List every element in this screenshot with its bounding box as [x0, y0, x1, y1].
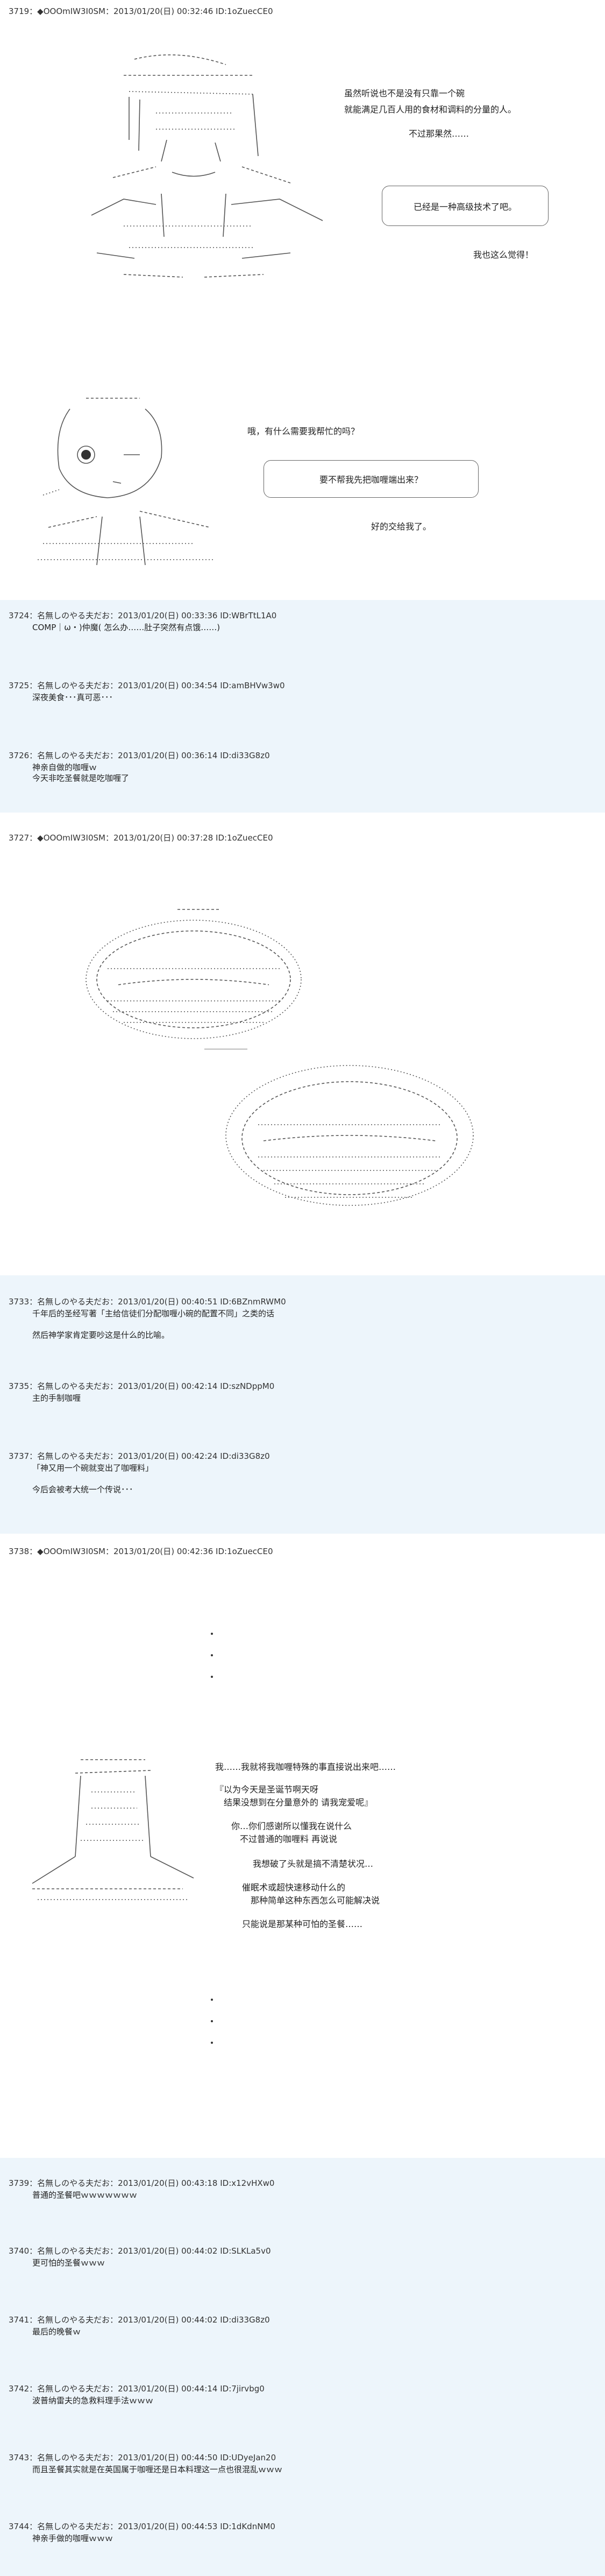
dialogue-line: 你…你们感谢所以懂我在说什么 — [231, 1821, 352, 1831]
post-header: 3719：◆OOOmIW3I0SM：2013/01/20(日) 00:32:46… — [9, 6, 273, 16]
reply-text: 今后会被考大统一个传说･･･ — [32, 1485, 133, 1494]
post-3719: 3719：◆OOOmIW3I0SM：2013/01/20(日) 00:32:46… — [0, 0, 605, 600]
speech-bubble: 已经是一种高级技术了吧。 — [382, 186, 549, 226]
reply-text: 波普纳雷夫的急救料理手法ｗｗｗ — [32, 2396, 154, 2405]
dialogue-line: 『以为今天是圣诞节啊天呀 — [215, 1784, 319, 1795]
post-header: 3726：名無しのやる夫だお：2013/01/20(日) 00:36:14 ID… — [9, 751, 270, 760]
ellipsis-dot — [211, 1654, 213, 1656]
reply-text: 最后的晚餐ｗ — [32, 2327, 81, 2337]
ellipsis-dot — [211, 2042, 213, 2044]
post-header: 3737：名無しのやる夫だお：2013/01/20(日) 00:42:24 ID… — [9, 1451, 270, 1461]
ellipsis-dot — [211, 1633, 213, 1635]
reply-block: 3739：名無しのやる夫だお：2013/01/20(日) 00:43:18 ID… — [0, 2158, 605, 2576]
character-art-3 — [32, 1759, 194, 1900]
reply-text: 神亲自做的咖喱ｗ — [32, 763, 97, 772]
post-header: 3741：名無しのやる夫だお：2013/01/20(日) 00:44:02 ID… — [9, 2315, 270, 2325]
reply-text: 然后神学家肯定要吵这是什么的比喻。 — [32, 1330, 170, 1340]
curry-plate-art-2 — [225, 1065, 474, 1206]
post-header: 3735：名無しのやる夫だお：2013/01/20(日) 00:42:14 ID… — [9, 1381, 275, 1391]
reply-text: 神亲手做的咖喱ｗｗｗ — [32, 2533, 113, 2543]
post-header: 3738：◆OOOmIW3I0SM：2013/01/20(日) 00:42:36… — [9, 1547, 273, 1556]
post-3727: 3727：◆OOOmIW3I0SM：2013/01/20(日) 00:37:28… — [0, 813, 605, 1275]
reply-text: 主的手制咖喱 — [32, 1393, 81, 1403]
post-header: 3744：名無しのやる夫だお：2013/01/20(日) 00:44:53 ID… — [9, 2522, 275, 2531]
curry-plate-art-1 — [86, 909, 302, 1049]
dialogue-line: 那种简单这种东西怎么可能解决说 — [242, 1895, 380, 1905]
dialogue-line: 催眠术或超快速移动什么的 — [242, 1882, 346, 1893]
dialogue-line: 只能说是那某种可怕的圣餐…… — [242, 1919, 363, 1929]
reply-text: 深夜美食･･･真可恶･･･ — [32, 693, 113, 702]
post-header: 3743：名無しのやる夫だお：2013/01/20(日) 00:44:50 ID… — [9, 2453, 276, 2462]
reply-text: 今天非吃圣餐就是吃咖喱了 — [32, 773, 130, 783]
dialogue-line: 不过普通的咖喱料 再说说 — [231, 1834, 338, 1844]
character-art-1 — [91, 54, 323, 278]
dialogue-line: 我也这么觉得！ — [473, 250, 534, 260]
reply-text: 「神又用一个碗就变出了咖喱料」 — [32, 1463, 154, 1473]
reply-text: COMP｜ω・)仲魔( 怎么办……肚子突然有点饿……) — [32, 623, 220, 632]
dialogue-line: 不过那果然…… — [409, 129, 469, 139]
reply-block: 3724：名無しのやる夫だお：2013/01/20(日) 00:33:36 ID… — [0, 600, 605, 813]
dialogue-line: 我……我就将我咖喱特殊的事直接说出来吧…… — [215, 1762, 396, 1772]
ellipsis-dot — [211, 1999, 213, 2001]
post-header: 3742：名無しのやる夫だお：2013/01/20(日) 00:44:14 ID… — [9, 2384, 265, 2394]
speech-bubble: 要不帮我先把咖喱端出来？ — [264, 460, 479, 498]
dialogue-line: 好的交给我了。 — [371, 521, 432, 532]
post-header: 3727：◆OOOmIW3I0SM：2013/01/20(日) 00:37:28… — [9, 833, 273, 843]
dialogue-line: 就能满足几百人用的食材和调料的分量的人。 — [344, 104, 517, 115]
reply-text: 而且圣餐其实就是在英国属于咖喱还是日本料理这一点也很混乱ｗｗｗ — [32, 2465, 283, 2474]
reply-text: 更可怕的圣餐ｗｗｗ — [32, 2258, 105, 2268]
reply-text: 千年后的圣经写著「主给信徒们分配咖喱小碗的配置不同」之类的话 — [32, 1309, 275, 1318]
post-header: 3724：名無しのやる夫だお：2013/01/20(日) 00:33:36 ID… — [9, 611, 277, 620]
post-header: 3739：名無しのやる夫だお：2013/01/20(日) 00:43:18 ID… — [9, 2178, 275, 2188]
dialogue-line: 结果没想到在分量意外的 请我宠爱呢』 — [215, 1797, 373, 1808]
post-header: 3725：名無しのやる夫だお：2013/01/20(日) 00:34:54 ID… — [9, 681, 285, 690]
dialogue-line: 哦，有什么需要我帮忙的吗？ — [247, 426, 360, 436]
dialogue-line: 我想破了头就是搞不清楚状况… — [253, 1859, 374, 1869]
reply-text: 普通的圣餐吧ｗｗｗｗｗｗｗ — [32, 2190, 138, 2200]
ellipsis-dot — [211, 1676, 213, 1678]
post-header: 3740：名無しのやる夫だお：2013/01/20(日) 00:44:02 ID… — [9, 2246, 271, 2256]
character-art-2 — [38, 398, 215, 566]
dialogue-line: 虽然听说也不是没有只靠一个碗 — [344, 88, 465, 98]
post-3738: 3738：◆OOOmIW3I0SM：2013/01/20(日) 00:42:36… — [0, 1534, 605, 2158]
post-header: 3733：名無しのやる夫だお：2013/01/20(日) 00:40:51 ID… — [9, 1297, 286, 1307]
reply-block: 3733：名無しのやる夫だお：2013/01/20(日) 00:40:51 ID… — [0, 1275, 605, 1534]
ellipsis-dot — [211, 2020, 213, 2022]
